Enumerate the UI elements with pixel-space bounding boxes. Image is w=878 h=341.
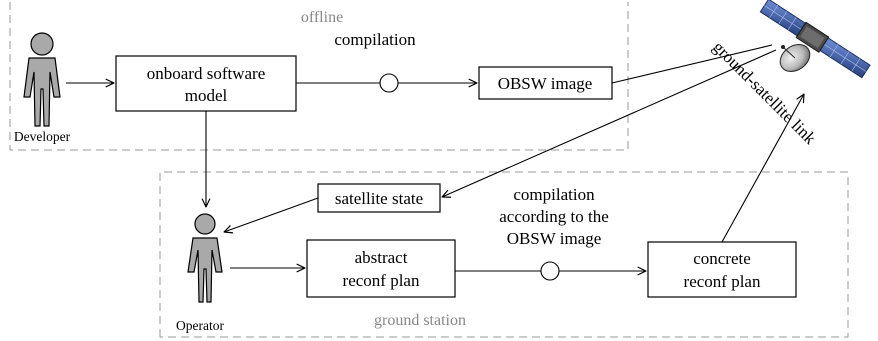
abstract-reconf-plan-box: abstract reconf plan: [306, 239, 456, 298]
satellite-to-state-arrow: [442, 49, 777, 197]
obsw-image-box: OBSW image: [478, 66, 613, 100]
satellite-icon: [759, 0, 871, 79]
person-icon: [187, 213, 223, 303]
edges: [66, 44, 804, 271]
person-icon: [23, 32, 61, 127]
onboard-model-line-2: model: [185, 86, 228, 105]
obsw-compilation-label-3: OBSW image: [507, 229, 602, 248]
image-to-satellite-line: [611, 44, 773, 84]
obsw-image-label: OBSW image: [498, 74, 593, 93]
concrete-reconf-plan-box: concrete reconf plan: [647, 241, 797, 298]
obsw-compilation-label-2: according to the: [499, 207, 609, 226]
state-to-operator-arrow: [224, 197, 319, 232]
abstract-plan-line-2: reconf plan: [343, 271, 420, 290]
compilation-junction: [379, 73, 399, 93]
offline-region: offline: [9, 2, 629, 151]
obsw-compilation-junction: [540, 261, 560, 281]
concrete-plan-line-2: reconf plan: [684, 272, 761, 291]
ground-station-region-label: ground station: [374, 312, 466, 329]
onboard-software-model-box: onboard software model: [115, 55, 297, 112]
onboard-model-line-1: onboard software: [147, 64, 266, 83]
developer-label: Developer: [14, 129, 71, 144]
abstract-plan-line-1: abstract: [355, 248, 408, 267]
ground-station-region: ground station: [159, 171, 849, 338]
concrete-plan-line-1: concrete: [693, 249, 751, 268]
offline-region-label: offline: [301, 9, 343, 26]
obsw-compilation-label-1: compilation: [513, 185, 595, 204]
concrete-plan-to-satellite-arrow: [721, 94, 804, 243]
compilation-label: compilation: [334, 30, 416, 49]
developer-actor: Developer: [14, 32, 71, 144]
satellite-state-box: satellite state: [317, 183, 441, 213]
operator-actor: Operator: [176, 213, 224, 333]
operator-label: Operator: [176, 318, 224, 333]
satellite-state-label: satellite state: [335, 189, 423, 208]
